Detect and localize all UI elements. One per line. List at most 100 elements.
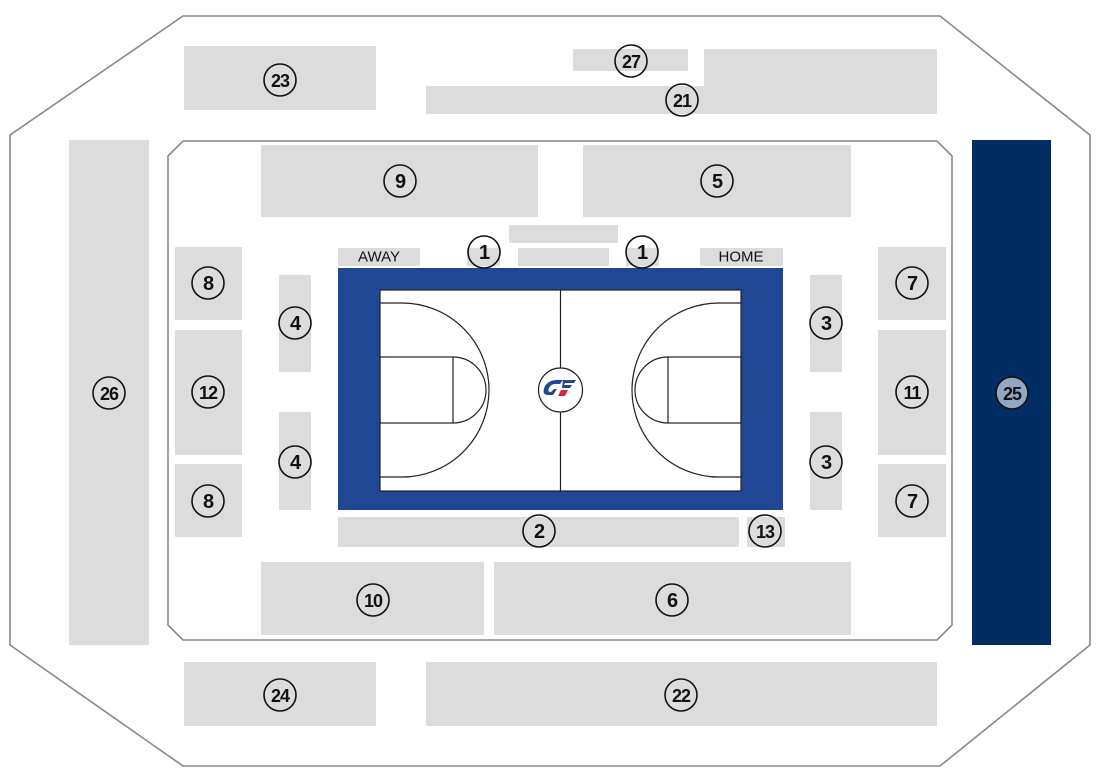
section-badge-circle — [625, 235, 659, 269]
section-11[interactable] — [878, 330, 946, 455]
section-number: 4 — [290, 313, 302, 335]
section-24[interactable] — [184, 662, 376, 726]
section-badge-circle — [191, 484, 225, 518]
section-label-10[interactable]: 10 — [356, 583, 390, 617]
section-7[interactable] — [878, 464, 946, 537]
section-label-7[interactable]: 7 — [895, 266, 929, 300]
section-number: 25 — [1003, 384, 1022, 404]
section-label-27[interactable]: 27 — [614, 44, 648, 78]
section-badge-circle — [895, 266, 929, 300]
section-27[interactable] — [573, 49, 688, 71]
section-number: 24 — [271, 686, 290, 706]
section-number: 7 — [907, 491, 918, 513]
section-badge-circle — [809, 445, 843, 479]
right-free-throw-arc — [634, 356, 669, 424]
section-label-3[interactable]: 3 — [809, 445, 843, 479]
section-badge-circle — [383, 164, 417, 198]
section-badge-circle — [748, 514, 782, 548]
section-22[interactable] — [426, 662, 937, 726]
section-label-21[interactable]: 21 — [665, 83, 699, 117]
section-23[interactable] — [184, 46, 376, 110]
section-badge-circle — [809, 306, 843, 340]
section-number: 4 — [290, 452, 302, 474]
section-label-13[interactable]: 13 — [748, 514, 782, 548]
section-badge-circle — [700, 164, 734, 198]
section-number: 1 — [637, 242, 648, 264]
section-label-9[interactable]: 9 — [383, 164, 417, 198]
section-badge-circle — [92, 376, 126, 410]
section-badge-circle — [278, 306, 312, 340]
away-bench-area — [338, 248, 420, 266]
section-badge-circle — [655, 583, 689, 617]
section-label-1[interactable]: 1 — [625, 235, 659, 269]
section-label-25[interactable]: 25 — [995, 376, 1029, 410]
away-bench-label: AWAY — [358, 249, 400, 266]
left-free-throw-arc — [452, 356, 487, 424]
section-label-22[interactable]: 22 — [664, 678, 698, 712]
section-number: 3 — [821, 452, 832, 474]
section-badge-circle — [664, 678, 698, 712]
basketball-court — [338, 268, 783, 510]
section-12[interactable] — [175, 330, 242, 455]
section-label-4[interactable]: 4 — [278, 306, 312, 340]
home-bench-area — [700, 248, 783, 266]
section-number: 1 — [479, 242, 490, 264]
section-7[interactable] — [878, 247, 946, 320]
section-badge-circle — [191, 375, 225, 409]
section-label-23[interactable]: 23 — [263, 63, 297, 97]
center-circle — [537, 367, 584, 413]
section-number: 11 — [903, 383, 921, 403]
section-number: 12 — [199, 383, 218, 403]
section-badge-circle — [263, 63, 297, 97]
section-number: 22 — [672, 686, 691, 706]
section-badge-circle — [278, 445, 312, 479]
section-label-2[interactable]: 2 — [522, 514, 556, 548]
section-label-26[interactable]: 26 — [92, 376, 126, 410]
section-5[interactable] — [583, 145, 851, 217]
right-key — [667, 356, 742, 424]
section-21[interactable] — [426, 49, 937, 114]
section-number: 5 — [712, 171, 723, 193]
section-number: 21 — [673, 91, 692, 111]
section-number: 13 — [756, 522, 775, 542]
section-label-24[interactable]: 24 — [263, 678, 297, 712]
home-bench-label: HOME — [719, 249, 764, 266]
section-9[interactable] — [261, 145, 538, 217]
section-label-8[interactable]: 8 — [191, 266, 225, 300]
section-label-1[interactable]: 1 — [467, 235, 501, 269]
section-badge-circle — [895, 375, 929, 409]
table-area-top — [509, 225, 618, 243]
section-badge-circle — [467, 235, 501, 269]
section-8[interactable] — [175, 464, 242, 537]
section-label-4[interactable]: 4 — [278, 445, 312, 479]
section-number: 2 — [534, 521, 545, 543]
section-badge-circle — [356, 583, 390, 617]
section-label-11[interactable]: 11 — [895, 375, 929, 409]
section-4[interactable] — [279, 412, 311, 510]
section-number: 8 — [203, 491, 214, 513]
section-label-12[interactable]: 12 — [191, 375, 225, 409]
section-label-3[interactable]: 3 — [809, 306, 843, 340]
section-badge-circle — [191, 266, 225, 300]
section-10[interactable] — [261, 562, 484, 635]
section-6[interactable] — [494, 562, 851, 635]
section-number: 10 — [364, 591, 383, 611]
section-3[interactable] — [810, 275, 842, 372]
section-3[interactable] — [810, 412, 842, 510]
left-three-point-line — [380, 302, 490, 478]
section-8[interactable] — [175, 247, 242, 320]
section-number: 6 — [667, 590, 678, 612]
section-26[interactable] — [69, 140, 149, 645]
section-label-8[interactable]: 8 — [191, 484, 225, 518]
section-4[interactable] — [279, 275, 311, 372]
section-number: 23 — [271, 71, 290, 91]
section-badge-circle — [614, 44, 648, 78]
section-label-7[interactable]: 7 — [895, 484, 929, 518]
section-1[interactable] — [626, 248, 659, 266]
section-label-6[interactable]: 6 — [655, 583, 689, 617]
section-label-5[interactable]: 5 — [700, 164, 734, 198]
section-badge-circle — [895, 484, 929, 518]
section-1[interactable] — [467, 248, 500, 266]
section-2[interactable] — [338, 517, 739, 547]
